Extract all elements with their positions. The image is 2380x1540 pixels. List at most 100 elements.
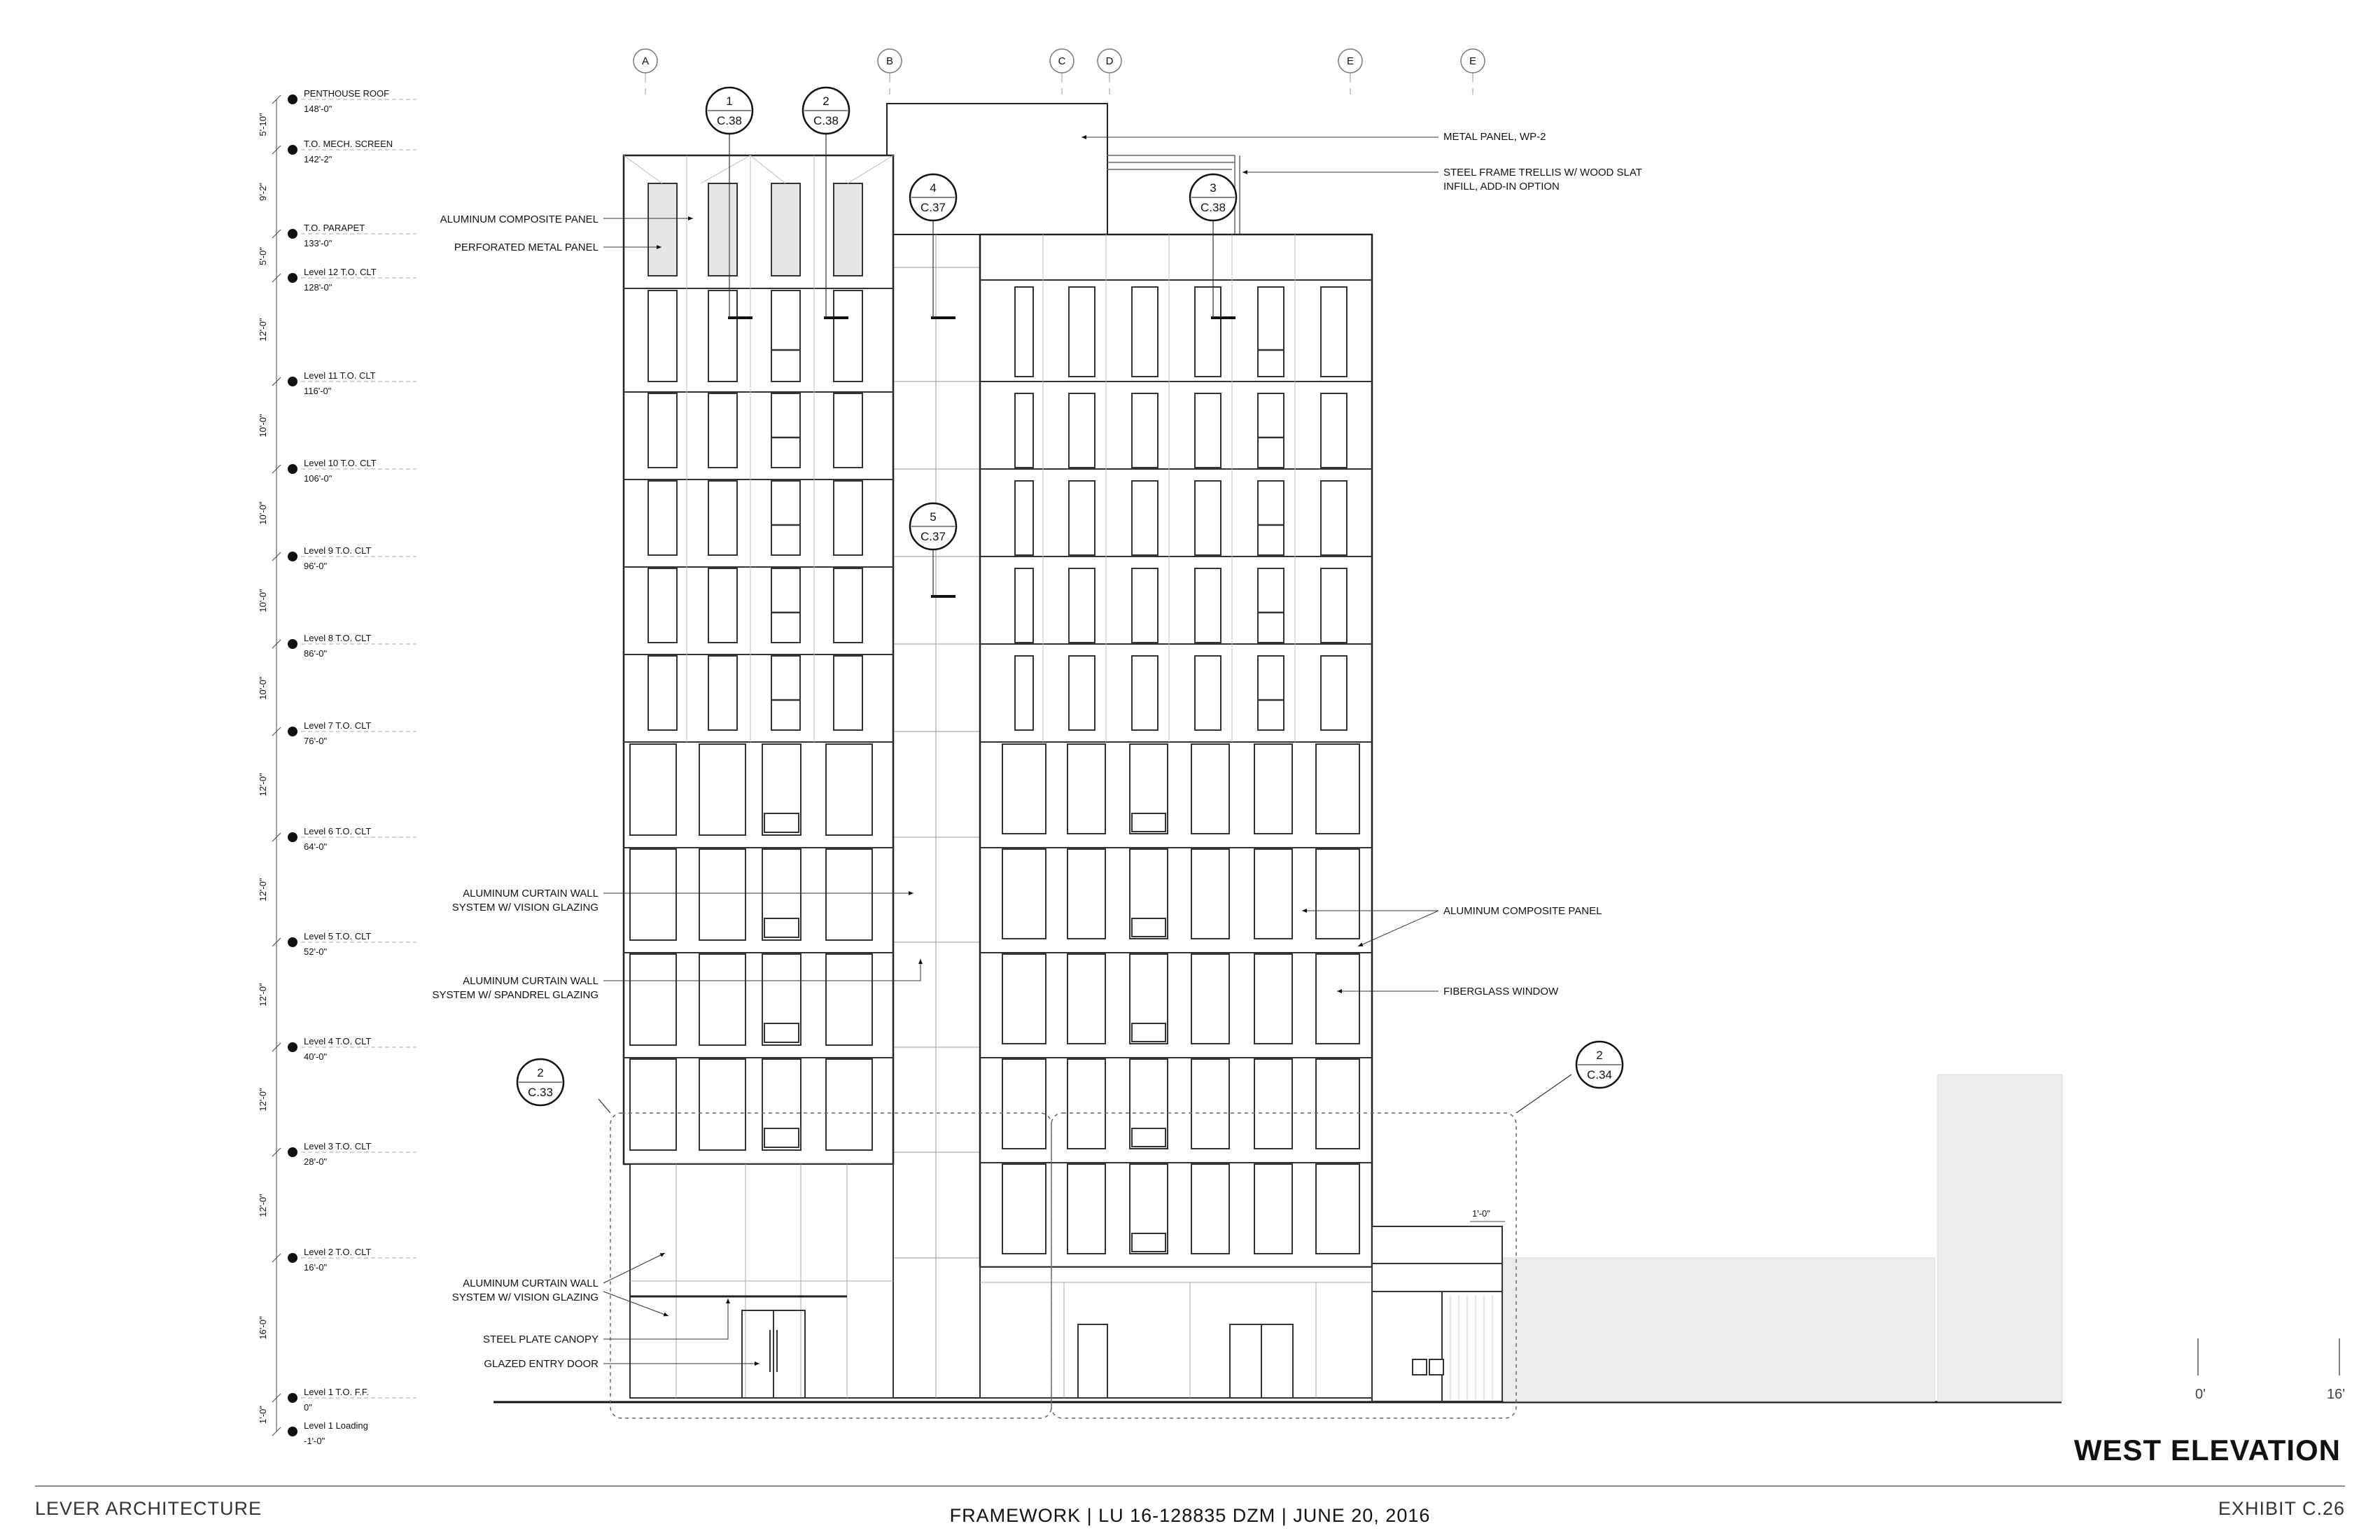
firm-name: LEVER ARCHITECTURE xyxy=(35,1498,262,1519)
level-elev: 40'-0" xyxy=(304,1051,328,1062)
left-tower xyxy=(622,154,895,1166)
level-elev: 76'-0" xyxy=(304,736,328,746)
note-cw-ground-1: ALUMINUM CURTAIN WALL xyxy=(463,1278,598,1289)
note-cw-spandrel-2: SYSTEM W/ SPANDREL GLAZING xyxy=(432,989,598,1001)
level-11: Level 11 T.O. CLT 116'-0" xyxy=(288,370,416,396)
grid-bubble-e2: E xyxy=(1460,48,1485,74)
curtain-wall-left xyxy=(629,743,873,1151)
callout-num: 4 xyxy=(930,181,936,195)
dim-5: 10'-0" xyxy=(258,414,268,438)
dim-1: 5'-10" xyxy=(258,113,268,136)
note-acp-right: ALUMINUM COMPOSITE PANEL xyxy=(1443,905,1602,917)
level-elev: 142'-2" xyxy=(304,154,332,164)
left-base xyxy=(629,1163,894,1399)
trellis-dim: 1'-0" xyxy=(1472,1208,1490,1219)
note-acp-left: ALUMINUM COMPOSITE PANEL xyxy=(440,214,598,225)
note-cw-vision-1: ALUMINUM CURTAIN WALL xyxy=(463,888,598,899)
upper-windows-right xyxy=(1014,286,1348,731)
callout-sheet: C.38 xyxy=(813,114,839,127)
dim-14: 16'-0" xyxy=(258,1316,268,1340)
callout-2-c34: 2C.34 xyxy=(1575,1040,1624,1089)
level-name: PENTHOUSE ROOF xyxy=(304,88,389,99)
level-elev: 116'-0" xyxy=(304,386,332,396)
grid-label-d: D xyxy=(1106,55,1114,67)
callout-3-c38: 3C.38 xyxy=(1189,173,1238,222)
level-elev: 16'-0" xyxy=(304,1262,328,1273)
grid-label-b: B xyxy=(886,55,893,67)
note-perforated: PERFORATED METAL PANEL xyxy=(454,241,598,253)
project-info: FRAMEWORK | LU 16-128835 DZM | JUNE 20, … xyxy=(949,1505,1431,1526)
callout-num: 5 xyxy=(930,510,936,524)
level-name: Level 4 T.O. CLT xyxy=(304,1036,371,1046)
level-name: Level 6 T.O. CLT xyxy=(304,826,371,836)
grid-bubbles: A B C D E E xyxy=(633,48,1485,74)
grid-bubble-c: C xyxy=(1049,48,1074,74)
dim-2: 9'-2" xyxy=(258,183,268,201)
note-trellis-1: STEEL FRAME TRELLIS W/ WOOD SLAT xyxy=(1443,167,1642,178)
dim-10: 12'-0" xyxy=(258,878,268,902)
note-metal-panel: METAL PANEL, WP-2 xyxy=(1443,131,1546,143)
grid-bubble-e1: E xyxy=(1338,48,1363,74)
neighbor-building-tall xyxy=(1937,1074,2063,1402)
callout-sheet: C.38 xyxy=(1200,201,1226,214)
level-1-loading: Level 1 Loading-1'-0" xyxy=(288,1420,368,1446)
note-cw-ground-2: SYSTEM W/ VISION GLAZING xyxy=(452,1292,598,1303)
callout-4-c37: 4C.37 xyxy=(909,173,958,222)
dimension-string: 5'-10" 9'-2" 5'-0" 12'-0" 10'-0" 10'-0" … xyxy=(258,94,281,1436)
level-name: Level 7 T.O. CLT xyxy=(304,720,371,731)
grid-bubble-b: B xyxy=(877,48,902,74)
note-cw-spandrel-1: ALUMINUM CURTAIN WALL xyxy=(463,975,598,987)
level-elev: 106'-0" xyxy=(304,473,332,484)
note-entry-door: GLAZED ENTRY DOOR xyxy=(484,1358,598,1370)
level-name: Level 9 T.O. CLT xyxy=(304,545,371,556)
note-trellis-2: INFILL, ADD-IN OPTION xyxy=(1443,181,1560,192)
callout-sheet: C.34 xyxy=(1587,1068,1612,1082)
notes-left: ALUMINUM COMPOSITE PANEL PERFORATED META… xyxy=(432,214,923,1370)
callout-sheet: C.33 xyxy=(528,1086,553,1099)
dim-8: 10'-0" xyxy=(258,676,268,700)
callout-num: 2 xyxy=(1596,1049,1602,1062)
level-name: Level 2 T.O. CLT xyxy=(304,1247,371,1257)
dim-9: 12'-0" xyxy=(258,773,268,797)
grid-lines xyxy=(645,73,1474,94)
dim-15: 1'-0" xyxy=(258,1406,268,1424)
level-name: Level 8 T.O. CLT xyxy=(304,633,371,643)
grid-label-e1: E xyxy=(1347,55,1354,67)
scale-end: 16' xyxy=(2327,1387,2345,1402)
note-fiberglass: FIBERGLASS WINDOW xyxy=(1443,986,1559,997)
grid-label-c: C xyxy=(1058,55,1066,67)
detail-boundary-c34 xyxy=(1051,1112,1517,1419)
dim-11: 12'-0" xyxy=(258,983,268,1007)
callout-5-c37: 5C.37 xyxy=(909,502,958,551)
level-4: Level 4 T.O. CLT 40'-0" xyxy=(288,1036,416,1062)
entry-door-right xyxy=(1077,1324,1294,1399)
level-elev: 86'-0" xyxy=(304,648,328,659)
scale-start: 0' xyxy=(2195,1387,2206,1402)
callout-sheet: C.37 xyxy=(920,530,946,543)
dim-12: 12'-0" xyxy=(258,1088,268,1112)
level-name: Level 11 T.O. CLT xyxy=(304,370,376,381)
curtain-wall-right xyxy=(1002,743,1360,1254)
level-name: Level 10 T.O. CLT xyxy=(304,458,377,468)
perforated-panels xyxy=(648,183,863,276)
level-1-ff: Level 1 T.O. F.F.0" xyxy=(288,1387,416,1413)
upper-windows-left xyxy=(648,290,863,731)
level-name: Level 5 T.O. CLT xyxy=(304,931,371,941)
level-name: Level 1 T.O. F.F. xyxy=(304,1387,369,1397)
right-tower xyxy=(979,233,1373,1268)
level-name: Level 3 T.O. CLT xyxy=(304,1141,371,1152)
level-6: Level 6 T.O. CLT 64'-0" xyxy=(288,826,416,852)
level-name: T.O. PARAPET xyxy=(304,223,365,233)
level-elev: 64'-0" xyxy=(304,841,328,852)
callout-2-c33: 2C.33 xyxy=(516,1058,565,1107)
exhibit-number: EXHIBIT C.26 xyxy=(2218,1498,2345,1519)
dim-3: 5'-0" xyxy=(258,247,268,265)
entry-door-left xyxy=(741,1310,806,1399)
grid-label-a: A xyxy=(642,55,649,67)
